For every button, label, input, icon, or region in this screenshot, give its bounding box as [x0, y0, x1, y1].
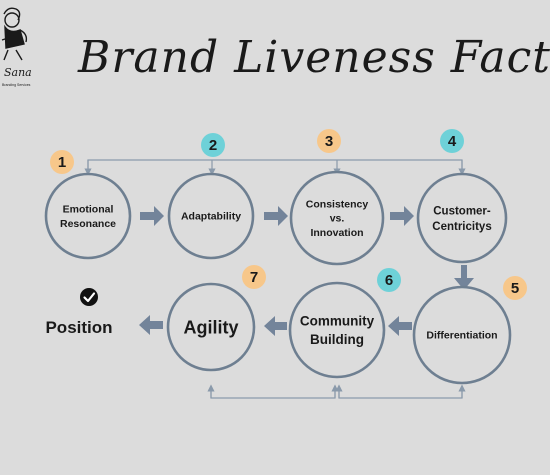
brand-logo: Sana Branding Services — [1, 7, 32, 87]
factor-node-7: Agility 7 — [166, 265, 266, 372]
step-number: 1 — [58, 154, 66, 171]
arrow-7-to-position — [139, 315, 163, 335]
position-label: Position — [45, 318, 112, 337]
factor-label: vs. — [330, 213, 345, 225]
factor-node-5: Differentiation 5 — [412, 276, 527, 385]
factor-circle — [416, 172, 508, 264]
logo-figure-icon — [1, 7, 28, 61]
step-badge — [317, 129, 341, 153]
factor-label: Differentiation — [426, 330, 497, 342]
factor-circle — [289, 170, 385, 266]
factor-label: Building — [310, 332, 364, 347]
factor-circle — [44, 172, 132, 260]
factor-label: Community — [300, 314, 375, 329]
factor-nodes: EmotionalResonance1Adaptability2Consiste… — [44, 129, 527, 385]
arrow-1-to-2 — [140, 206, 164, 226]
factor-node-4: Customer- Centricitys 4 — [416, 129, 508, 264]
factor-label: Emotional — [63, 204, 114, 216]
step-badge — [201, 133, 225, 157]
step-badge — [377, 268, 401, 292]
factor-label: Adaptability — [181, 211, 241, 223]
bottom-connector — [207, 384, 466, 399]
factor-label: Resonance — [60, 218, 116, 230]
step-badge — [440, 129, 464, 153]
arrow-5-to-6 — [388, 316, 412, 336]
position-outcome: Position — [45, 288, 113, 337]
factor-label: Agility — [183, 317, 238, 337]
arrow-6-to-7 — [264, 316, 287, 336]
factor-circle — [167, 172, 255, 260]
step-number: 6 — [385, 272, 393, 289]
factor-circle — [166, 282, 256, 372]
factor-circle — [288, 281, 386, 379]
step-number: 2 — [209, 137, 217, 154]
factor-label: Customer- — [433, 205, 491, 217]
arrow-3-to-4 — [390, 206, 414, 226]
arrow-2-to-3 — [264, 206, 288, 226]
arrow-4-to-5 — [454, 265, 474, 290]
logo-tagline: Branding Services — [2, 83, 31, 87]
page-title: Brand Liveness Factors — [77, 32, 550, 83]
step-badge — [50, 150, 74, 174]
step-number: 4 — [448, 133, 457, 150]
factor-circle — [412, 285, 512, 385]
factor-label: Innovation — [310, 227, 363, 239]
step-number: 5 — [511, 280, 519, 297]
logo-script-text: Sana — [4, 66, 32, 79]
step-number: 7 — [250, 269, 258, 286]
factor-label: Centricitys — [432, 221, 491, 233]
step-badge — [503, 276, 527, 300]
factor-node-3: Consistency vs. Innovation 3 — [289, 129, 385, 266]
factor-node-2: Adaptability 2 — [167, 133, 255, 260]
step-badge — [242, 265, 266, 289]
top-connector — [84, 159, 466, 176]
step-number: 3 — [325, 133, 333, 150]
factor-label: Consistency — [306, 199, 369, 211]
check-circle-icon — [80, 288, 98, 306]
